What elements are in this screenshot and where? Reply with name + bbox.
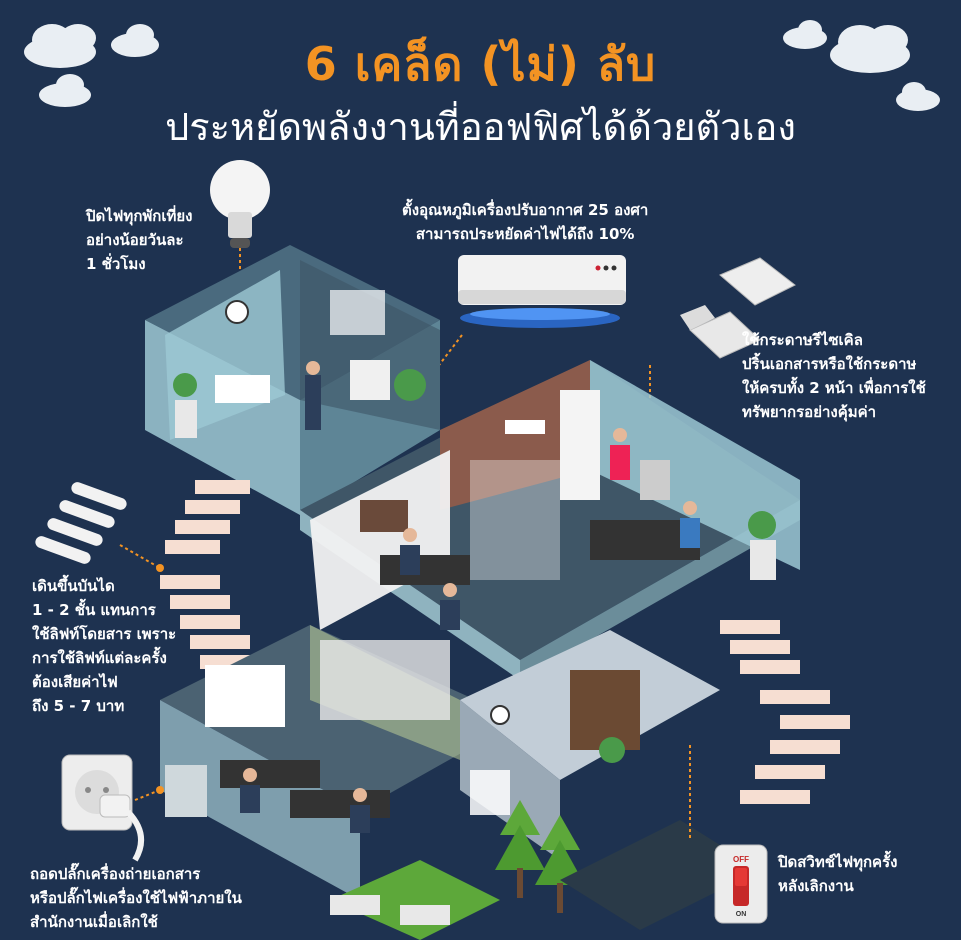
tip-lights-off: ปิดไฟทุกพักเที่ยง อย่างน้อยวันละ 1 ชั่วโ… [86, 204, 193, 276]
tip-line: การใช้ลิฟท์แต่ละครั้ง [32, 649, 167, 667]
tip-line: ปิดไฟทุกพักเที่ยง [86, 207, 193, 225]
lower-floor-room [160, 625, 720, 900]
middle-floor-room [300, 360, 800, 680]
tip-line: ทรัพยากรอย่างคุ้มค่า [742, 403, 877, 421]
tip-line: ถอดปลั๊กเครื่องถ่ายเอกสาร [30, 865, 201, 883]
tip-switch-off: ปิดสวิทช์ไฟทุกครั้ง หลังเลิกงาน [778, 850, 897, 898]
tip-line: ปิดสวิทช์ไฟทุกครั้ง [778, 853, 898, 871]
stairs-right [720, 620, 850, 804]
tip-line: ตั้งอุณหภูมิเครื่องปรับอากาศ 25 องศา [402, 201, 649, 219]
light-switch-icon: OFF ON [689, 745, 768, 924]
tip-line: หรือปลั๊กไฟเครื่องใช้ไฟฟ้าภายใน [30, 889, 242, 907]
air-conditioner-icon [419, 255, 626, 391]
tip-line: 1 ชั่วโมง [86, 255, 146, 273]
tip-recycle-paper: ใช้กระดาษรีไซเคิล ปริ้นเอกสารหรือใช้กระด… [742, 328, 926, 424]
tip-stairs: เดินขึ้นบันได 1 - 2 ชั้น แทนการ ใช้ลิฟท์… [32, 574, 176, 718]
tip-line: ใช้ลิฟท์โดยสาร เพราะ [32, 625, 177, 643]
tip-air-con: ตั้งอุณหภูมิเครื่องปรับอากาศ 25 องศา สาม… [402, 198, 648, 246]
switch-on-label: ON [736, 911, 747, 918]
tip-line: ปริ้นเอกสารหรือใช้กระดาษ [742, 355, 917, 373]
tip-line: เดินขึ้นบันได [32, 577, 115, 595]
light-bulb-icon [210, 160, 270, 280]
switch-off-label: OFF [733, 855, 749, 864]
power-socket-icon [61, 754, 164, 862]
tip-line: ต้องเสียค่าไฟ [32, 673, 118, 691]
garden [330, 800, 760, 940]
tip-line: 1 - 2 ชั้น แทนการ [32, 601, 156, 619]
tip-unplug: ถอดปลั๊กเครื่องถ่ายเอกสาร หรือปลั๊กไฟเคร… [30, 862, 242, 934]
tip-line: หลังเลิกงาน [778, 877, 854, 895]
subheadline: ประหยัดพลังงานที่ออฟฟิศได้ด้วยตัวเอง [165, 105, 796, 149]
tip-line: อย่างน้อยวันละ [86, 231, 184, 249]
top-floor-room [145, 245, 440, 515]
tip-line: ใช้กระดาษรีไซเคิล [742, 331, 863, 349]
tip-line: ให้ครบทั้ง 2 หน้า เพื่อการใช้ [742, 379, 926, 397]
tip-line: สามารถประหยัดค่าไฟได้ถึง 10% [415, 225, 635, 243]
cloud-icon [24, 20, 940, 111]
tip-line: สำนักงานเมื่อเลิกใช้ [30, 913, 158, 931]
stairs-icon [35, 482, 127, 564]
tip-line: ถึง 5 - 7 บาท [32, 697, 125, 715]
headline: 6 เคล็ด (ไม่) ลับ [304, 37, 657, 91]
